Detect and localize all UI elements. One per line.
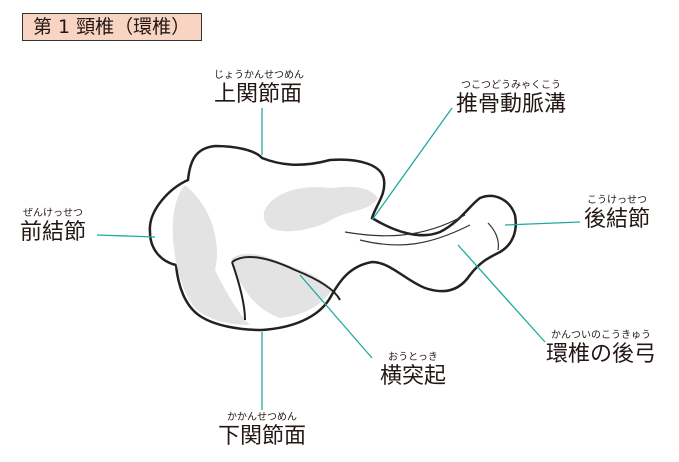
ruby: つこつどうみゃくこう <box>461 80 561 91</box>
label-inferior-articular: かかんせつめん 下関節面 <box>218 412 306 450</box>
diagram-title: 第 1 頸椎（環椎） <box>22 13 202 41</box>
leader-anterior-tubercle <box>96 234 156 238</box>
posterior-tubercle-curve <box>487 222 500 251</box>
leader-artery-groove <box>371 107 453 221</box>
label-text: 横突起 <box>380 364 447 389</box>
shade-transverse <box>231 253 332 318</box>
leader-lines <box>96 107 581 410</box>
ruby: おうとっき <box>388 352 438 363</box>
ruby: かかんせつめん <box>227 412 297 423</box>
label-anterior-tubercle: ぜんけっせつ 前結節 <box>20 208 86 246</box>
label-text: 推骨動脈溝 <box>456 92 567 117</box>
facet-inner <box>231 255 341 321</box>
leader-transverse-process <box>299 274 373 359</box>
leader-posterior-arch <box>457 244 546 343</box>
label-posterior-tubercle: こうけっせつ 後結節 <box>584 195 650 233</box>
ruby: かんついのこうきゅう <box>551 330 651 341</box>
label-text: 環椎の後弓 <box>546 342 657 367</box>
ruby: こうけっせつ <box>587 195 647 206</box>
shade-anterior <box>172 185 250 325</box>
arch-groove <box>344 214 471 246</box>
label-text: 後結節 <box>584 207 651 232</box>
label-superior-articular: じょうかんせつめん 上関節面 <box>214 70 304 108</box>
label-vertebral-artery-groove: つこつどうみゃくこう 推骨動脈溝 <box>456 80 566 118</box>
label-text: 前結節 <box>20 220 87 245</box>
label-text: 下関節面 <box>218 424 307 449</box>
ruby: ぜんけっせつ <box>23 208 83 219</box>
shade-superior-facet <box>263 186 378 232</box>
label-posterior-arch: かんついのこうきゅう 環椎の後弓 <box>546 330 656 368</box>
ruby: じょうかんせつめん <box>214 70 304 81</box>
label-text: 上関節面 <box>214 82 303 107</box>
leader-posterior-tubercle <box>504 221 581 226</box>
label-transverse-process: おうとっき 横突起 <box>380 352 446 390</box>
